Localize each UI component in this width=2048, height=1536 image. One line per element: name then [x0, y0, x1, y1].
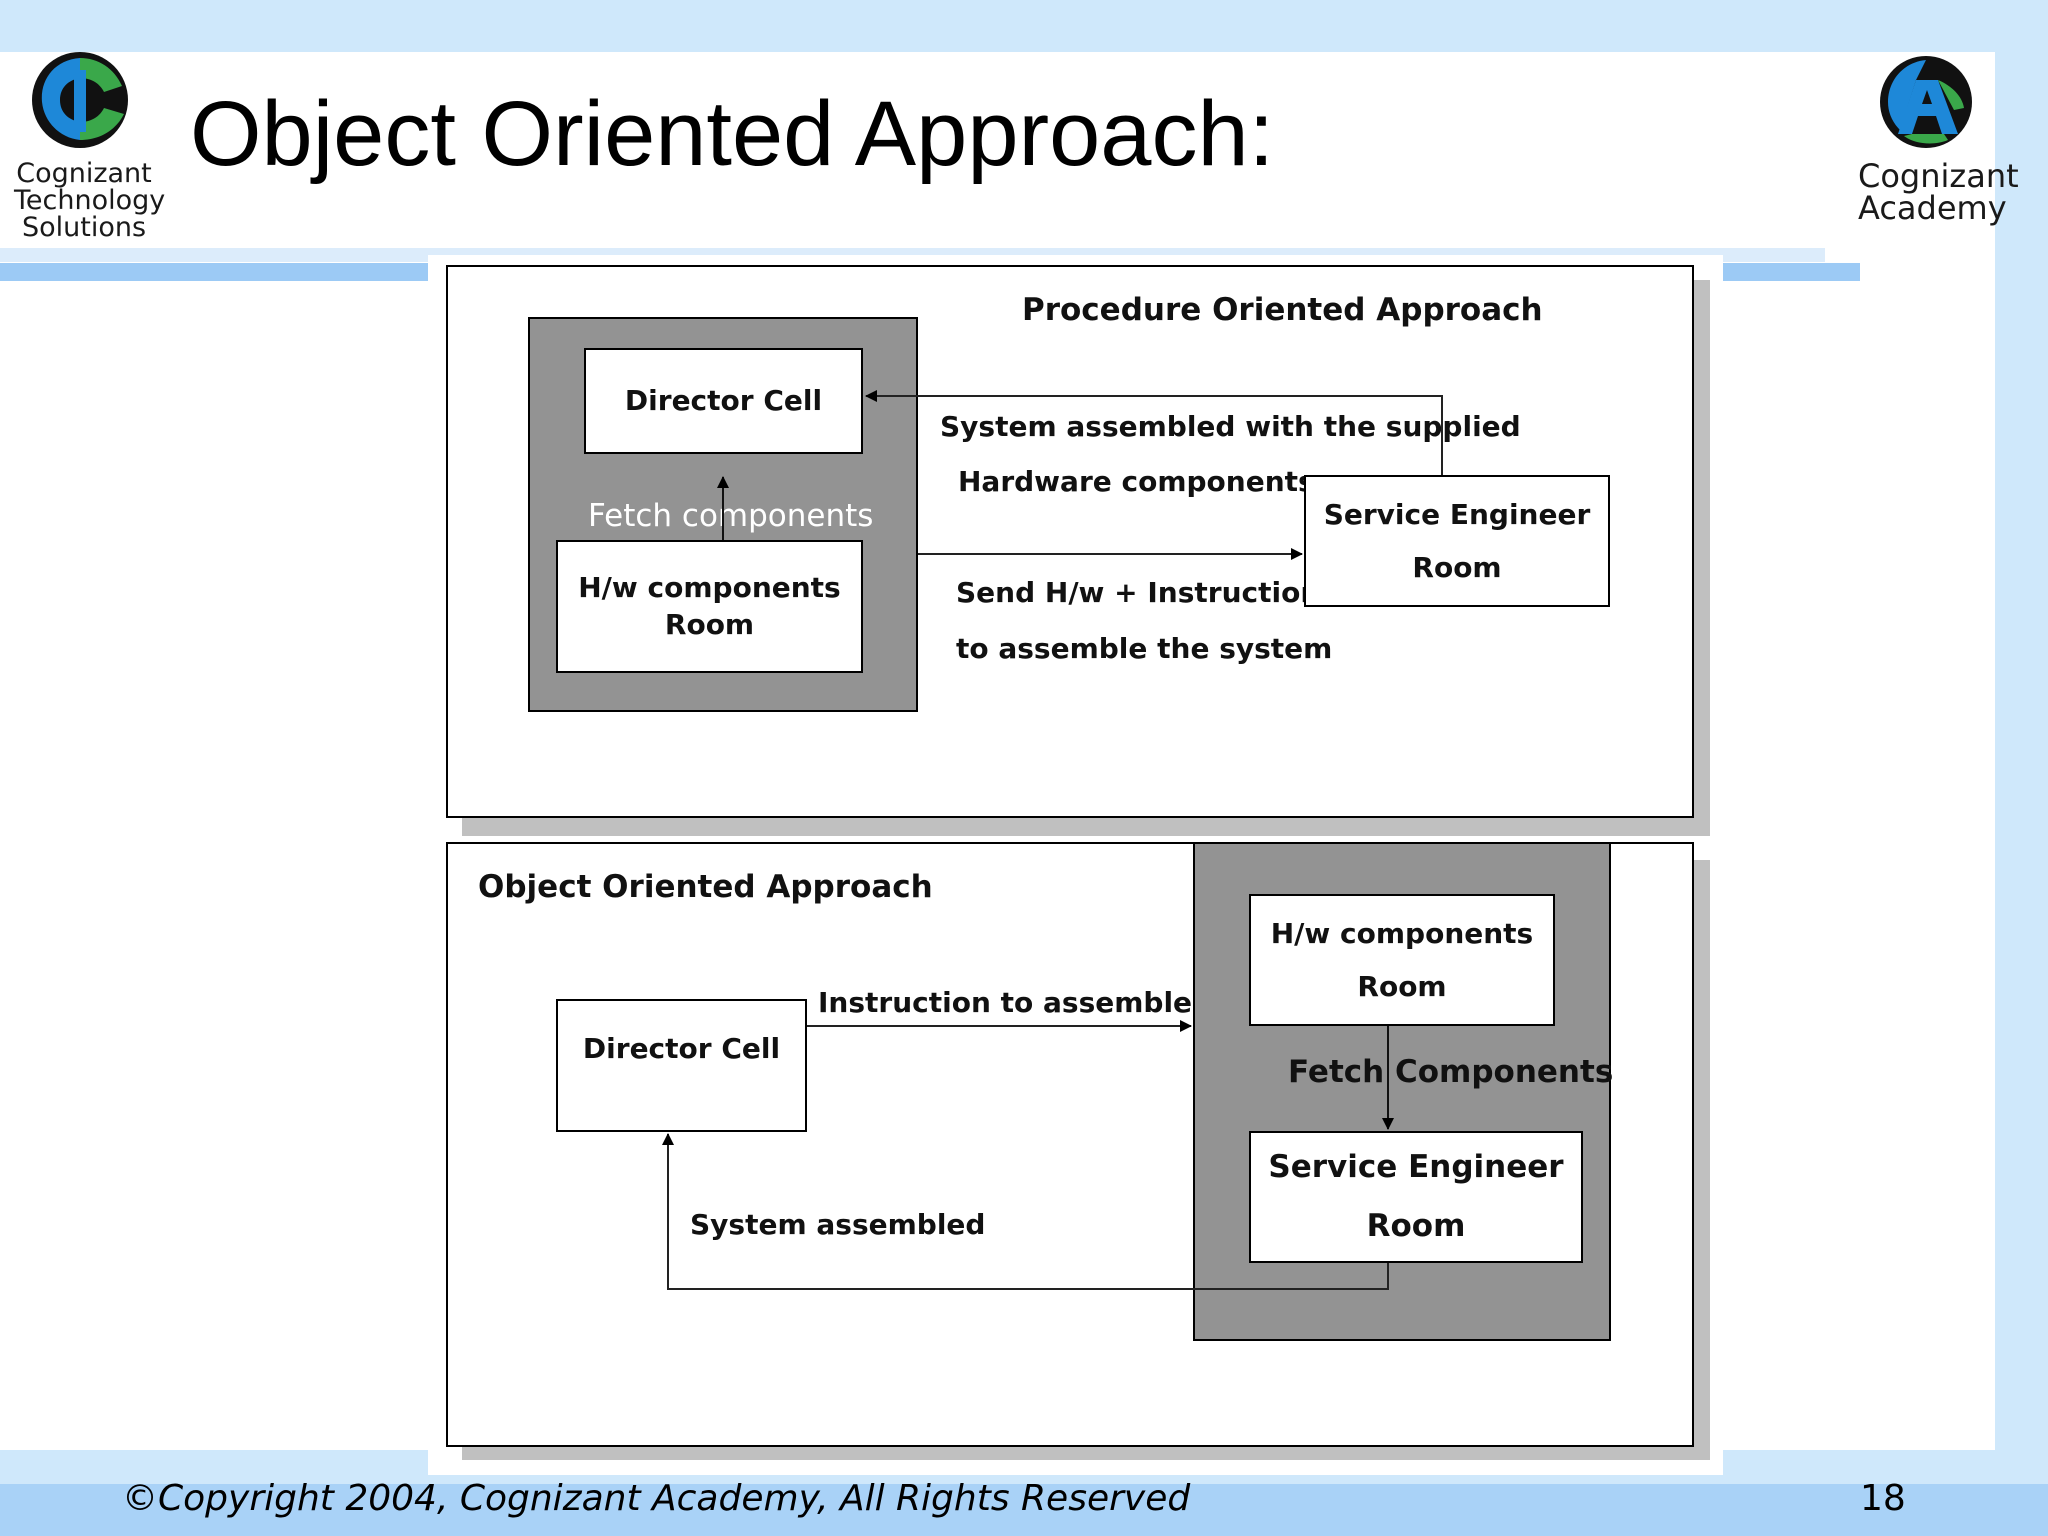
procedure-fetch-label: Fetch components: [588, 498, 874, 534]
procedure-send-line1: Send H/w + Instructions: [956, 576, 1337, 609]
object-service-room-box: Service Engineer Room: [1249, 1131, 1583, 1263]
page-number: 18: [1860, 1478, 1906, 1519]
cognizant-academy-logo: Cognizant Academy: [1858, 50, 2019, 240]
procedure-service-room-box: Service Engineer Room: [1304, 475, 1610, 607]
footer-bar: [0, 1484, 2048, 1536]
procedure-director-cell-label: Director Cell: [624, 383, 823, 417]
cognizant-a-globe-logo-icon: [1880, 56, 1972, 148]
procedure-assembled-line1: System assembled with the supplied: [940, 410, 1521, 443]
procedure-hw-room-line1: H/w components: [578, 571, 841, 605]
procedure-hw-room-line2: Room: [664, 607, 755, 641]
object-assembled-label: System assembled: [690, 1208, 986, 1241]
procedure-send-line2: to assemble the system: [956, 632, 1333, 665]
logo-left-line3: Solutions: [21, 212, 147, 243]
logo-left-line2: Technology: [14, 185, 166, 216]
right-edge-strip: [1995, 52, 2048, 1450]
procedure-director-cell-box: Director Cell: [584, 348, 863, 454]
object-service-line1: Service Engineer: [1268, 1149, 1564, 1186]
procedure-service-line2: Room: [1412, 551, 1502, 584]
logo-right-line1: Cognizant: [1858, 157, 2019, 195]
procedure-heading: Procedure Oriented Approach: [1022, 292, 1543, 328]
procedure-assembled-line2: Hardware components: [958, 465, 1315, 498]
object-hw-room-line2: Room: [1357, 970, 1447, 1003]
object-fetch-label: Fetch Components: [1288, 1054, 1614, 1090]
object-heading: Object Oriented Approach: [478, 869, 933, 905]
cognizant-technology-logo: Cognizant Technology Solutions: [14, 50, 166, 245]
copyright-text: ©Copyright 2004, Cognizant Academy, All …: [122, 1478, 1191, 1519]
procedure-service-line1: Service Engineer: [1323, 497, 1591, 531]
object-director-cell-label: Director Cell: [582, 1032, 781, 1065]
object-service-line2: Room: [1366, 1208, 1466, 1244]
object-director-cell-box: Director Cell: [556, 999, 807, 1132]
object-hw-room-box: H/w components Room: [1249, 894, 1555, 1026]
object-instruction-label: Instruction to assemble: [818, 986, 1193, 1019]
logo-left-line1: Cognizant: [16, 158, 152, 189]
cognizant-c-globe-logo-icon: [32, 52, 128, 148]
object-hw-room-line1: H/w components: [1270, 916, 1534, 950]
procedure-hw-room-box: H/w components Room: [556, 540, 863, 673]
logo-right-line2: Academy: [1858, 189, 2007, 227]
slide-title: Object Oriented Approach:: [190, 83, 1275, 185]
